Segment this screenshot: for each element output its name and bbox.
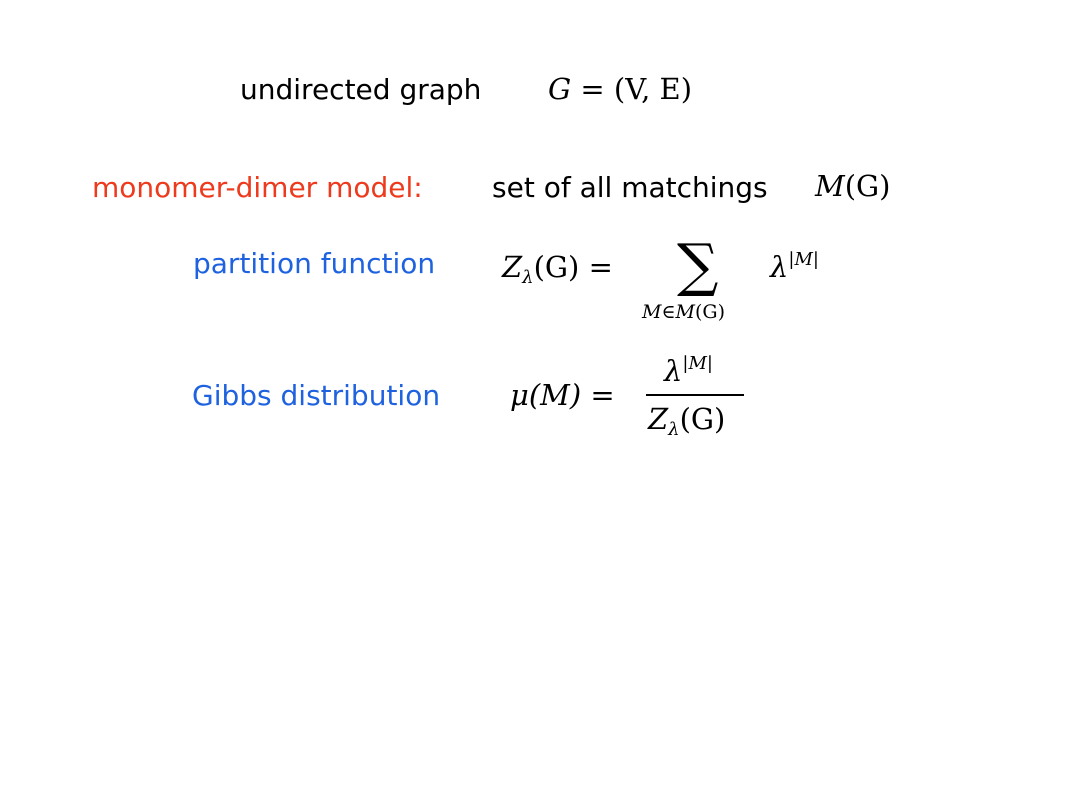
- matchings-label: set of all matchings: [492, 171, 768, 204]
- gibbs-denominator: Zλ(G): [648, 402, 726, 439]
- graph-formula: G = (V, E): [548, 75, 692, 104]
- gibbs-numerator-exponent: |M|: [682, 353, 713, 374]
- gibbs-distribution-label: Gibbs distribution: [192, 379, 441, 412]
- matchings-script-m: M: [815, 169, 845, 203]
- gibbs-denominator-lambda: λ: [668, 419, 680, 440]
- matchings-formula: M(G): [815, 172, 891, 201]
- partition-z: Z: [502, 250, 523, 284]
- graph-symbol: G: [548, 72, 572, 106]
- partition-term-lambda: λ: [770, 250, 789, 284]
- fraction-bar: [646, 394, 744, 396]
- summation-index-script: M: [675, 301, 695, 323]
- partition-function-label: partition function: [193, 247, 436, 280]
- summation-index: M∈M(G): [642, 303, 725, 322]
- graph-definition: = (V, E): [571, 72, 693, 106]
- gibbs-numerator-lambda: λ: [664, 354, 683, 388]
- partition-lhs: Zλ(G) =: [502, 250, 613, 287]
- summation-index-m: M∈: [642, 301, 676, 323]
- gibbs-numerator: λ|M|: [664, 354, 713, 388]
- gibbs-denominator-rest: (G): [679, 402, 726, 436]
- partition-term-exponent: |M|: [788, 249, 819, 270]
- partition-lambda-sub: λ: [522, 267, 534, 288]
- gibbs-lhs: μ(M) =: [510, 378, 615, 412]
- summation-index-rest: (G): [695, 301, 726, 323]
- monomer-dimer-label: monomer-dimer model:: [92, 171, 423, 204]
- matchings-formula-arg: (G): [844, 169, 891, 203]
- gibbs-denominator-z: Z: [648, 402, 669, 436]
- partition-lhs-rest: (G) =: [533, 250, 613, 284]
- partition-term: λ|M|: [770, 250, 819, 284]
- undirected-graph-label: undirected graph: [240, 73, 482, 106]
- summation-symbol: ∑: [677, 231, 719, 299]
